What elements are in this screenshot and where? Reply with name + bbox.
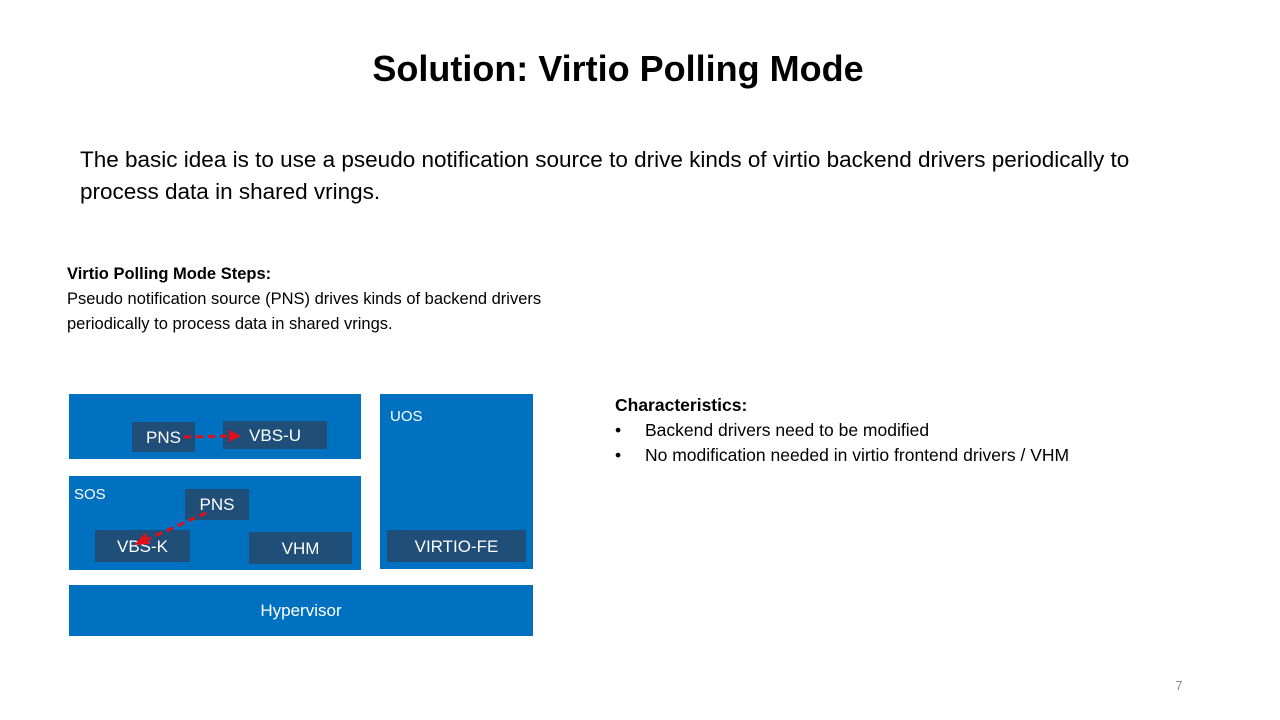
hypervisor-label: Hypervisor xyxy=(260,600,342,620)
page-number: 7 xyxy=(1175,678,1183,693)
intro-paragraph: The basic idea is to use a pseudo notifi… xyxy=(80,147,1130,204)
list-item-text: Backend drivers need to be modified xyxy=(645,420,930,440)
list-item: • Backend drivers need to be modified xyxy=(615,418,1235,443)
sos-label: SOS xyxy=(74,486,106,503)
uos-label: UOS xyxy=(390,408,423,425)
pns-to-vbs-u-arrow xyxy=(183,430,241,442)
pns-to-vbs-k-arrow xyxy=(134,511,207,545)
steps-section: Virtio Polling Mode Steps: Pseudo notifi… xyxy=(67,262,567,337)
vhm-box: VHM xyxy=(249,532,352,564)
slide-title: Solution: Virtio Polling Mode xyxy=(372,48,864,89)
list-item-text: No modification needed in virtio fronten… xyxy=(645,445,1070,465)
characteristics-list: • Backend drivers need to be modified • … xyxy=(615,418,1235,468)
virtio-fe-box: VIRTIO-FE xyxy=(387,530,526,562)
list-item: • No modification needed in virtio front… xyxy=(615,443,1235,468)
vbs-k-box: VBS-K xyxy=(95,530,190,562)
steps-text: Pseudo notification source (PNS) drives … xyxy=(67,290,542,333)
vbs-u-box: VBS-U xyxy=(223,421,327,449)
steps-heading: Virtio Polling Mode Steps: xyxy=(67,265,272,283)
bullet-marker: • xyxy=(615,420,622,440)
hypervisor-block: Hypervisor xyxy=(69,585,533,636)
bullet-marker: • xyxy=(615,445,622,465)
characteristics-section: Characteristics: • Backend drivers need … xyxy=(615,393,1235,468)
characteristics-heading: Characteristics: xyxy=(615,395,748,415)
pns-kernel-box: PNS xyxy=(185,489,249,520)
